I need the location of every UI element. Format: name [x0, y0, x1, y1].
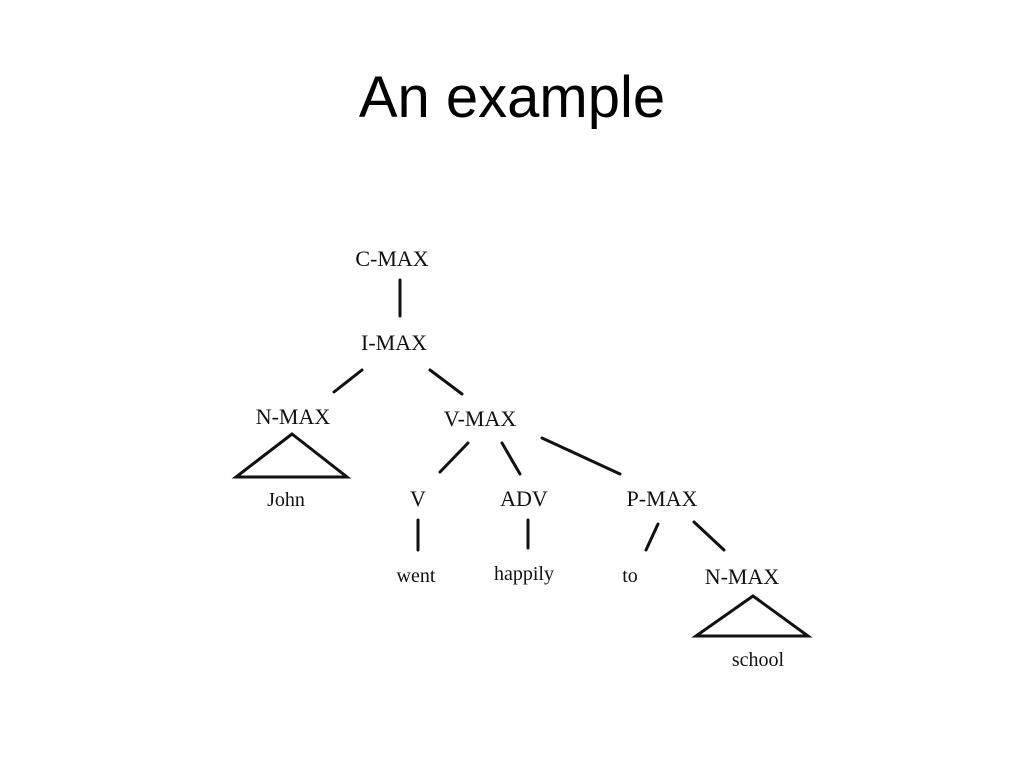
leaf-went: went	[397, 565, 436, 587]
branch-pmax-nmax	[692, 520, 726, 552]
branch-imax-vmax	[428, 368, 464, 396]
triangle-object	[691, 594, 813, 638]
node-v: V	[410, 486, 426, 511]
node-p-max: P-MAX	[627, 486, 698, 511]
branch-vmax-adv	[500, 441, 522, 476]
node-n-max-object: N-MAX	[705, 564, 780, 589]
leaf-to: to	[622, 565, 638, 587]
slide-title: An example	[358, 65, 666, 130]
branch-imax-nmax	[332, 368, 364, 394]
branch-pmax-to	[644, 522, 660, 552]
leaf-school: school	[732, 649, 785, 671]
branch-vmax-v	[438, 441, 470, 474]
leaf-happily: happily	[494, 563, 554, 585]
node-v-max: V-MAX	[444, 406, 517, 431]
branch-vmax-pmax	[540, 436, 622, 476]
node-c-max: C-MAX	[355, 246, 428, 271]
node-i-max: I-MAX	[361, 330, 427, 355]
leaf-john: John	[267, 489, 305, 511]
triangle-subject	[231, 432, 352, 479]
node-adv: ADV	[500, 486, 548, 511]
node-n-max-subject: N-MAX	[256, 404, 331, 429]
